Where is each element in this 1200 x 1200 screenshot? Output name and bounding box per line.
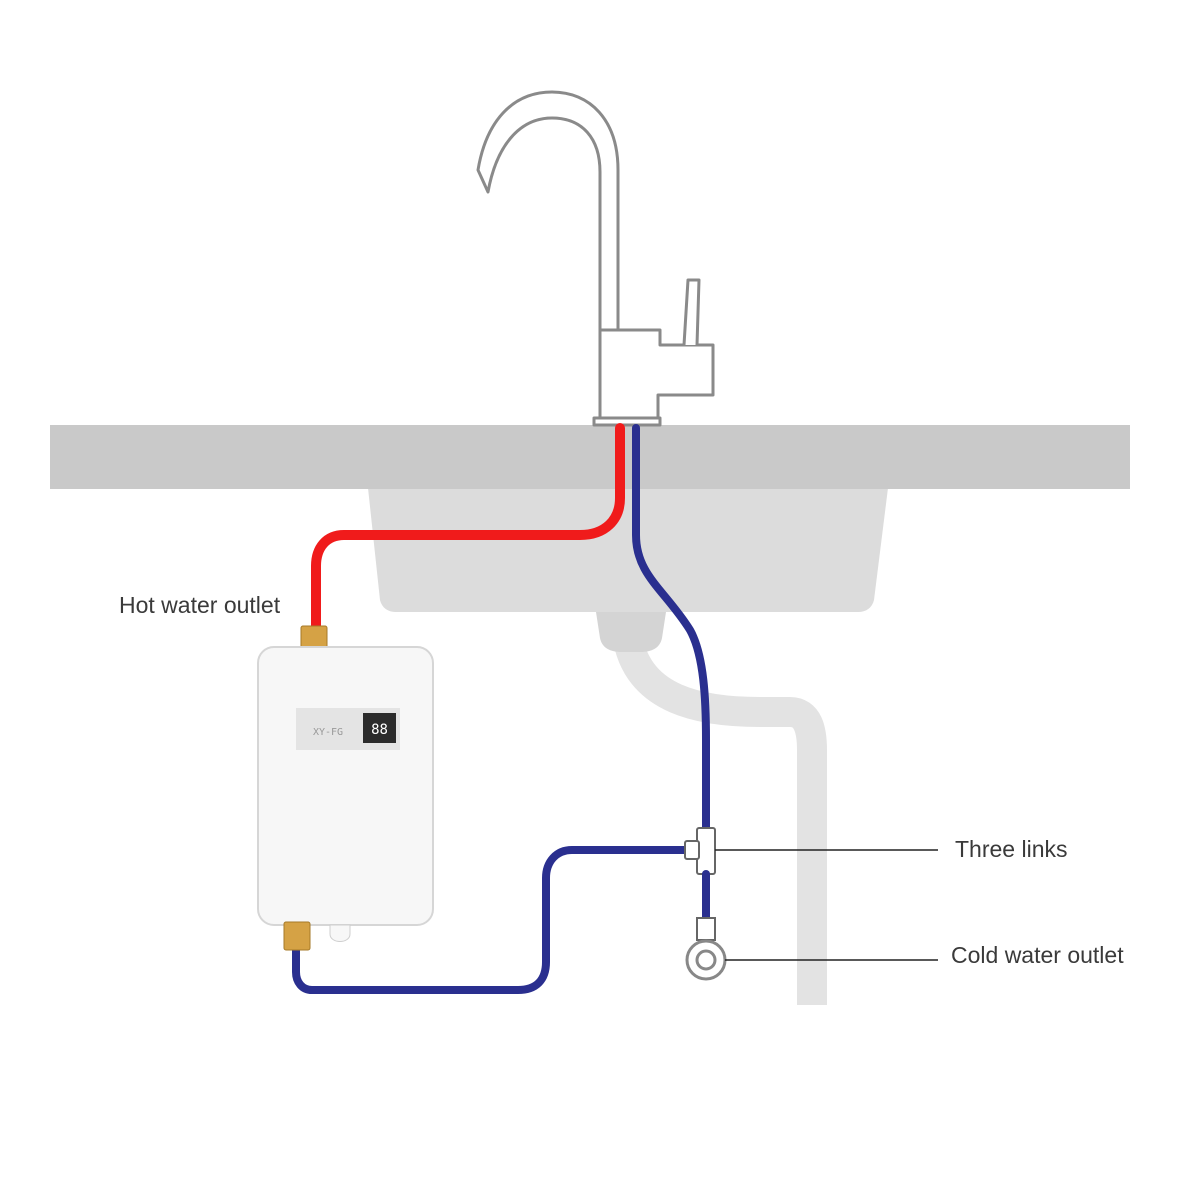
display-screen xyxy=(363,713,396,743)
countertop xyxy=(50,425,1130,489)
cold-inlet-pipe xyxy=(292,846,696,994)
sink-basin xyxy=(368,488,888,652)
water-heater-icon: XY-FG 88 xyxy=(257,625,434,951)
three-links-label: Three links xyxy=(955,836,1068,862)
tee-connector-icon xyxy=(684,827,716,875)
cold-supply-pipe xyxy=(632,424,710,834)
faucet-icon xyxy=(476,90,715,427)
display-value: 88 xyxy=(371,722,388,738)
drain-pipe xyxy=(613,636,827,1005)
cold-water-outlet-label: Cold water outlet xyxy=(951,942,1124,968)
hot-water-outlet-label: Hot water outlet xyxy=(119,592,281,618)
valve-icon xyxy=(685,917,727,981)
cold-inlet-fitting xyxy=(283,921,311,951)
model-text: XY-FG xyxy=(313,727,343,738)
hot-water-pipe xyxy=(311,423,625,633)
